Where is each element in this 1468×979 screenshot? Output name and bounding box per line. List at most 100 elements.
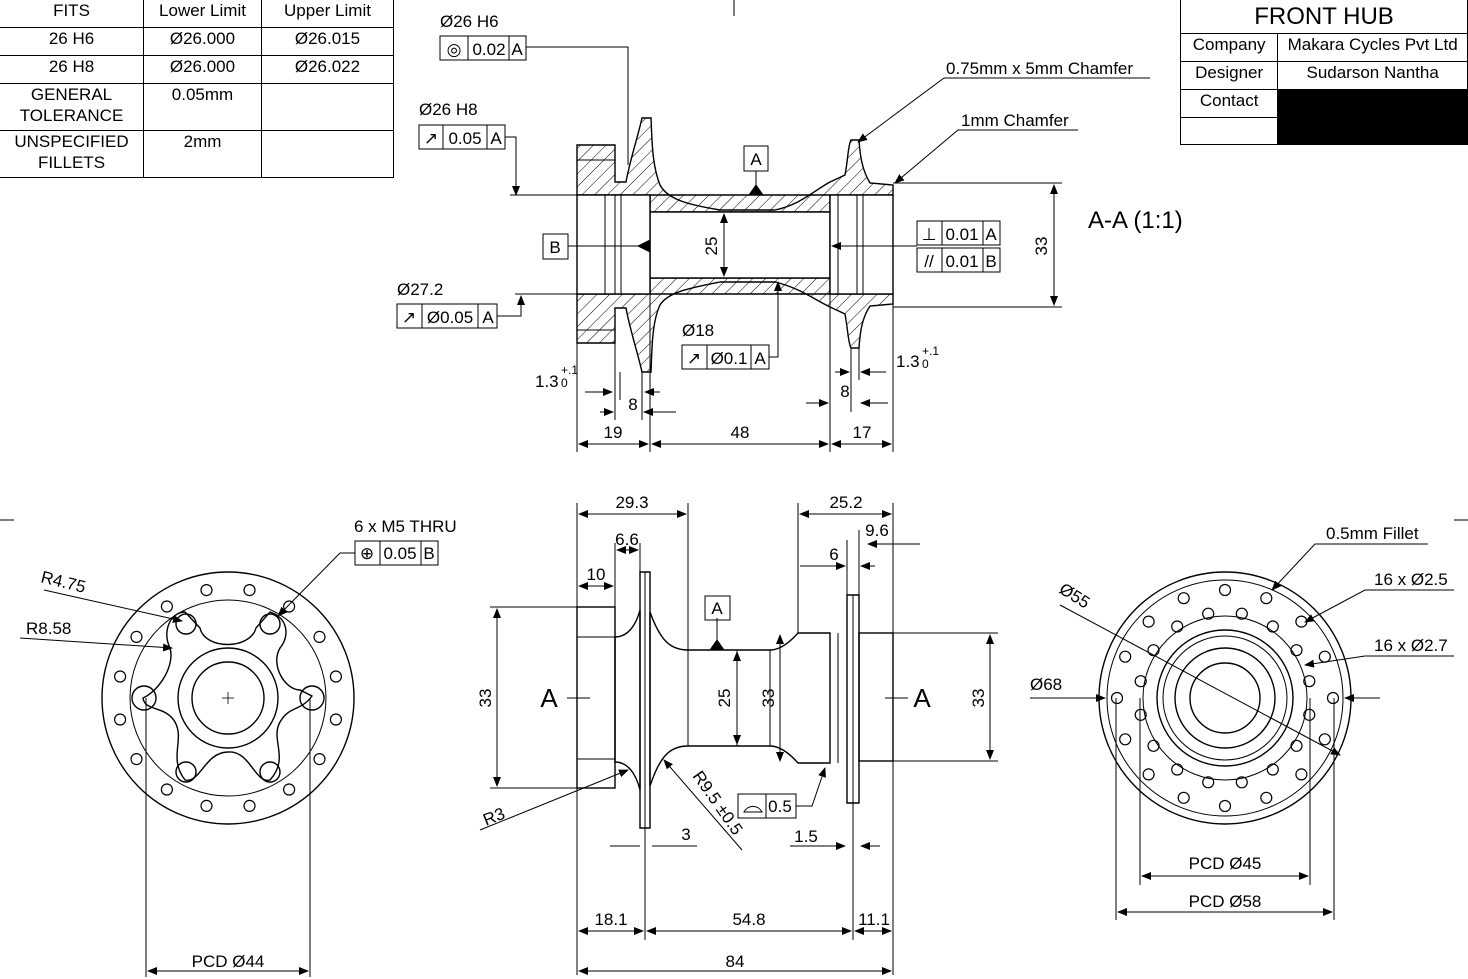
spoke-hole-outer — [1119, 733, 1132, 746]
perpendicularity-icon: ⊥ — [922, 225, 937, 244]
section-label: A-A (1:1) — [1088, 207, 1183, 234]
spoke-hole-outer — [1177, 791, 1190, 804]
spoke-hole-inner — [1235, 776, 1248, 789]
spoke-hole-outer — [1318, 733, 1331, 746]
dim-front-d2: 6.6 — [615, 530, 639, 549]
fits-table: FITS Lower Limit Upper Limit 26 H6 Ø26.0… — [0, 0, 394, 178]
dim-r-large: R8.58 — [26, 619, 71, 638]
spoke-hole-outer — [1119, 650, 1132, 663]
right-pcd45: PCD Ø45 — [1189, 854, 1262, 873]
spoke-hole — [243, 799, 256, 813]
fcf-top-tol: 0.02 — [472, 40, 505, 59]
holes-note: 6 x M5 THRU — [354, 517, 457, 536]
fcf-bottom-callout: Ø27.2 — [397, 280, 443, 299]
parallelism-icon: // — [924, 252, 934, 271]
dim-flange-left-tol-plus: +.1 — [561, 363, 578, 377]
left-holes-small — [113, 583, 342, 813]
fits-cell-upper — [261, 130, 394, 178]
spoke-hole-inner — [1303, 675, 1316, 688]
sheet-border-ticks — [0, 0, 1468, 521]
fits-cell-fit: GENERAL TOLERANCE — [0, 83, 144, 131]
fcf-mid-datum: A — [754, 349, 766, 368]
contact-redaction — [1277, 89, 1468, 145]
section-view — [576, 117, 894, 373]
front-right-flange — [846, 594, 860, 804]
fits-cell-fit: UNSPECIFIED FILLETS — [0, 130, 144, 178]
spoke-hole — [313, 752, 326, 766]
spoke-hole-inner — [1134, 675, 1147, 688]
spoke-hole — [283, 600, 296, 613]
title-block: FRONT HUB Company Makara Cycles Pvt Ltd … — [1179, 0, 1468, 145]
spoke-hole — [200, 583, 213, 597]
fits-cell-fit: 26 H8 — [0, 55, 144, 84]
dim-front-h-left: 33 — [476, 689, 495, 708]
right-holes-outer — [1110, 583, 1340, 813]
fcf-right-2-tol: 0.01 — [945, 252, 978, 271]
fcf-mid-tol: Ø0.1 — [711, 349, 748, 368]
spoke-hole-inner — [1171, 620, 1184, 633]
dim-dia55: Ø55 — [1056, 579, 1093, 612]
spoke-hole — [113, 670, 127, 683]
spoke-hole — [329, 713, 342, 726]
fits-cell-upper: Ø26.015 — [261, 27, 394, 56]
spoke-hole-inner — [1202, 776, 1215, 789]
spoke-hole-outer — [1142, 768, 1155, 781]
fits-cell-upper — [261, 83, 394, 131]
spoke-hole — [113, 713, 127, 726]
dim-r-small: R4.75 — [39, 567, 88, 596]
left-end-view — [101, 571, 355, 825]
spoke-hole-inner — [1235, 607, 1248, 620]
front-left-flange — [639, 571, 651, 829]
spoke-hole-outer — [1260, 592, 1273, 605]
spoke-hole — [160, 600, 173, 613]
spoke-hole-outer — [1295, 768, 1308, 781]
left-annotations — [19, 540, 439, 977]
fits-cell-lower: 2mm — [143, 130, 262, 178]
drawing-title: FRONT HUB — [1180, 0, 1468, 34]
runout-icon: ↗ — [687, 349, 701, 368]
cut-label-right: A — [913, 683, 931, 713]
fits-cell-lower: 0.05mm — [143, 83, 262, 131]
dim-len-left: 19 — [604, 423, 623, 442]
dim-front-total: 84 — [726, 952, 745, 971]
profile-tol: 0.5 — [768, 797, 792, 816]
spoke-hole-inner — [1266, 763, 1279, 776]
title-value-designer: Sudarson Nantha — [1277, 61, 1468, 90]
fcf-left-tol: 0.05 — [448, 129, 481, 148]
fcf-mid-callout: Ø18 — [682, 321, 714, 340]
section-text: Ø26 H6 ◎ 0.02 A Ø26 H8 ↗ 0.05 A Ø27.2 ↗ … — [397, 12, 1183, 442]
runout-icon: ↗ — [424, 129, 438, 148]
spoke-hole-inner — [1171, 763, 1184, 776]
runout-icon: ↗ — [402, 308, 416, 327]
spoke-hole — [200, 799, 213, 813]
dim-flange-gap-right: 8 — [840, 382, 849, 401]
fits-header-lower: Lower Limit — [143, 0, 262, 28]
fcf-left-datum: A — [490, 129, 502, 148]
dim-len-right: 17 — [853, 423, 872, 442]
section-right-bearing-seat — [829, 194, 894, 295]
spoke-hole-outer — [1218, 799, 1232, 813]
spoke-hole-outer — [1260, 791, 1273, 804]
title-label-designer: Designer — [1179, 61, 1279, 90]
dim-front-d4: 25.2 — [829, 493, 862, 512]
spoke-hole — [160, 783, 173, 796]
dim-flange-right: 1.3 — [896, 352, 920, 371]
dim-flange-right-tol-plus: +.1 — [922, 344, 939, 358]
dim-flange-left-tol-zero: 0 — [561, 376, 568, 390]
dim-front-h-right: 33 — [969, 689, 988, 708]
fcf-bottom-datum: A — [482, 308, 494, 327]
front-right-shell — [858, 632, 894, 762]
front-dimensions — [479, 503, 998, 975]
dim-front-d1: 29.3 — [615, 493, 648, 512]
dim-front-d5: 9.6 — [865, 521, 889, 540]
dim-bore: 25 — [702, 237, 721, 256]
front-left-neck — [614, 609, 641, 791]
left-holes-big — [131, 613, 325, 783]
fillet-note: 0.5mm Fillet — [1326, 524, 1419, 543]
dim-flange-gap-left: 8 — [628, 395, 637, 414]
spoke-hole-inner — [1147, 644, 1160, 657]
holes-note-2: 16 x Ø2.7 — [1374, 636, 1448, 655]
front-datum-a-label: A — [711, 599, 723, 618]
fcf-top-datum: A — [511, 40, 523, 59]
